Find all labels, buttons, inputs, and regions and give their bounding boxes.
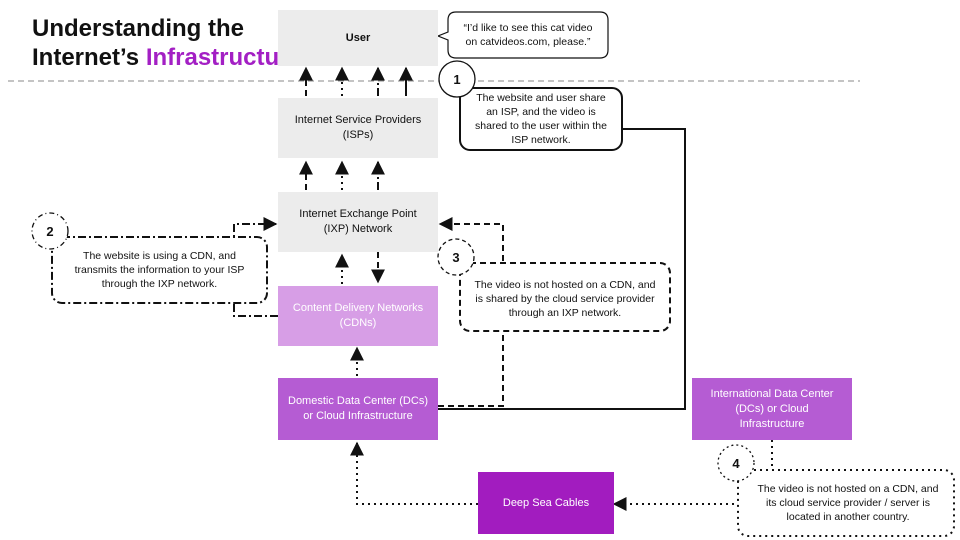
callout-4-box	[737, 469, 955, 537]
page-title: Understanding the Internet’s Infrastruct…	[32, 14, 302, 72]
international-dc-node: International Data Center (DCs) or Cloud…	[692, 378, 852, 440]
path-4-line-b	[350, 441, 478, 505]
callout-2-number: 2	[46, 223, 54, 239]
domestic-dc-node: Domestic Data Center (DCs) or Cloud Infr…	[278, 378, 438, 440]
path-2-line	[233, 217, 278, 317]
callout-4-text: The video is not hosted on a CDN, and it…	[757, 483, 939, 523]
ixp-node: Internet Exchange Point (IXP) Network	[278, 192, 438, 252]
callout-4-circle	[717, 444, 755, 482]
isp-node: Internet Service Providers (ISPs)	[278, 98, 438, 158]
callout-2-box	[51, 236, 268, 304]
speech-bubble-shape	[436, 11, 609, 59]
callout-3-text: The video is not hosted on a CDN, and is…	[474, 279, 656, 319]
path-4-line-a	[612, 440, 773, 511]
callout-2-circle	[31, 212, 69, 250]
title-line-2-prefix: Internet’s	[32, 44, 146, 71]
callout-1-box	[459, 87, 623, 151]
callout-1-circle	[438, 60, 476, 98]
callout-2-text: The website is using a CDN, and transmit…	[74, 250, 245, 290]
title-line-1: Understanding the	[32, 15, 245, 42]
isp-to-user-arrows	[299, 66, 413, 96]
deep-sea-cables-node: Deep Sea Cables	[478, 472, 614, 534]
title-line-2-accent: Infrastructure	[145, 44, 302, 71]
title-line-2: Internet’s Infrastructure	[32, 43, 302, 72]
callout-4-number: 4	[732, 455, 740, 471]
path-1-line	[438, 128, 686, 410]
callout-3-box	[459, 262, 671, 332]
cdn-node: Content Delivery Networks (CDNs)	[278, 286, 438, 346]
ixp-to-isp-arrows	[299, 160, 385, 190]
user-speech-text: “I’d like to see this cat video on catvi…	[463, 22, 593, 48]
callout-3-circle	[437, 238, 475, 276]
callout-1-text: The website and user share an ISP, and t…	[475, 92, 607, 146]
callout-3-number: 3	[452, 249, 460, 265]
user-node: User	[278, 10, 438, 66]
callout-1-number: 1	[453, 71, 461, 87]
